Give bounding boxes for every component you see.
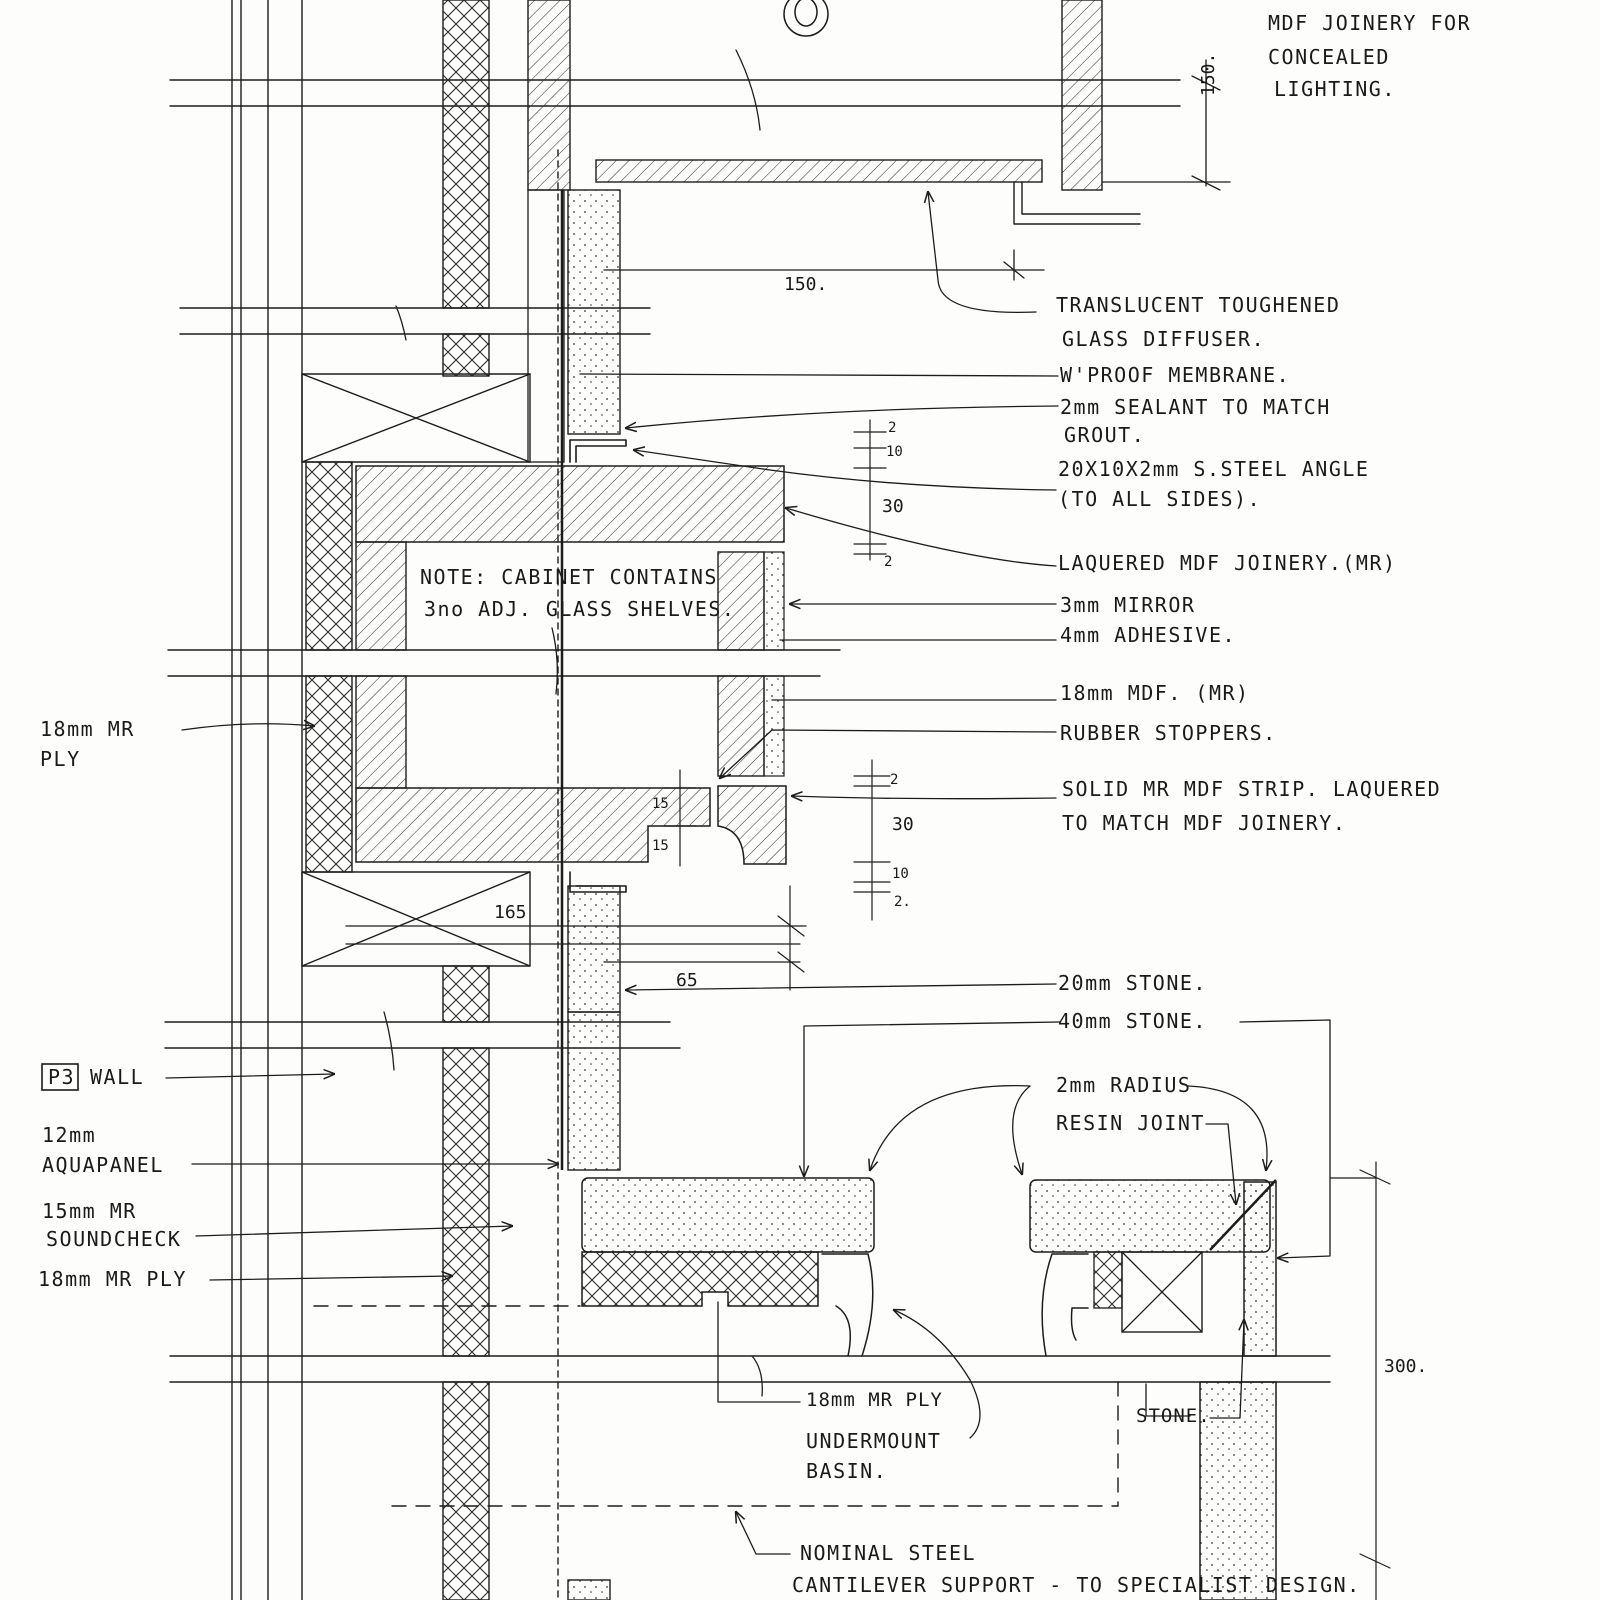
label-mdf-lighting-3: LIGHTING. [1274,77,1396,101]
dim-30-top: 30 [882,496,904,517]
label-stone-40: 40mm STONE. [1058,1009,1207,1033]
label-glass-diffuser-2: GLASS DIFFUSER. [1062,327,1265,351]
dim-300: 300. [1384,1356,1427,1377]
annotations: MDF JOINERY FOR CONCEALED LIGHTING. TRAN… [38,11,1471,1597]
dim-150-vertical: 150. [1198,53,1219,96]
label-wproof-membrane: W'PROOF MEMBRANE. [1060,363,1290,387]
label-sealant-1: 2mm SEALANT TO MATCH [1060,395,1331,419]
stone-worktop-right [1029,1179,1277,1600]
label-stone-small: STONE. [1136,1405,1211,1427]
timber-blocking [301,373,531,967]
label-mr-ply-left-2: PLY [40,747,81,771]
label-resin-joint-1: 2mm RADIUS [1056,1073,1191,1097]
label-mdf-lighting-1: MDF JOINERY FOR [1268,11,1471,35]
label-mr-ply-left-1: 18mm MR [40,717,135,741]
label-mdf-lighting-2: CONCEALED [1268,45,1390,69]
label-steel-angle-2: (TO ALL SIDES). [1058,487,1261,511]
stone-wall-lining [560,189,621,1600]
p3-tag-text: P3 [48,1065,75,1089]
dim-10-top: 10 [886,444,903,460]
label-glass-diffuser-1: TRANSLUCENT TOUGHENED [1056,293,1340,317]
dim-15-a: 15 [652,796,669,812]
label-cantilever-2: CANTILEVER SUPPORT - TO SPECIALIST DESIG… [792,1573,1361,1597]
dimension-text: 150. 150. 2 10 30 2 15 15 2 30 10 2. 165… [494,53,1427,1377]
dim-2-mid-b: 2. [894,894,911,910]
label-rubber-stoppers: RUBBER STOPPERS. [1060,721,1277,745]
label-mr-ply-bottom: 18mm MR PLY [38,1267,187,1291]
dim-15-b: 15 [652,838,669,854]
label-adhesive: 4mm ADHESIVE. [1060,623,1236,647]
stone-worktop-left [581,1177,875,1357]
label-laquered-mdf: LAQUERED MDF JOINERY.(MR) [1058,551,1397,575]
dim-165: 165 [494,902,527,923]
upper-wall-board [527,0,1103,463]
label-steel-angle-1: 20X10X2mm S.STEEL ANGLE [1058,457,1369,481]
dimension-lines [345,419,1391,1600]
label-solid-strip-1: SOLID MR MDF STRIP. LAQUERED [1062,777,1441,801]
label-mr-ply-basin: 18mm MR PLY [806,1389,943,1411]
label-undermount-basin-2: BASIN. [806,1459,887,1483]
dim-65: 65 [676,970,698,991]
reference-lines [603,59,1231,281]
label-soundcheck-2: SOUNDCHECK [46,1227,181,1251]
cabinet-bottom-panel [355,675,787,865]
break-marks [383,49,763,1397]
label-solid-strip-2: TO MATCH MDF JOINERY. [1062,811,1346,835]
leader-arrows [165,192,1331,1555]
cross-hatch-studs [305,0,490,1600]
label-stone-20: 20mm STONE. [1058,971,1207,995]
cabinet-top-panel [355,465,785,651]
label-aquapanel-1: 12mm [42,1123,96,1147]
dim-2-top-b: 2 [884,554,892,570]
label-mdf-18: 18mm MDF. (MR) [1060,681,1250,705]
light-fitting [783,0,829,37]
label-resin-joint-2: RESIN JOINT [1056,1111,1205,1135]
p3-tag-box [41,1063,79,1091]
glass-diffuser [595,159,1141,225]
label-soundcheck-1: 15mm MR [42,1199,137,1223]
cabinet-note-2: 3no ADJ. GLASS SHELVES. [424,597,735,621]
label-cantilever-1: NOMINAL STEEL [800,1541,976,1565]
label-sealant-2: GROUT. [1064,423,1145,447]
dim-2-mid: 2 [890,772,898,788]
steel-cantilever-outline [313,1305,1119,1507]
cabinet-note-1: NOTE: CABINET CONTAINS [420,565,718,589]
steel-angles [569,439,627,893]
label-p3-wall: WALL [90,1065,144,1089]
dim-10-mid: 10 [892,866,909,882]
dim-30-mid: 30 [892,814,914,835]
label-undermount-basin-1: UNDERMOUNT [806,1429,941,1453]
dim-150-horizontal: 150. [784,274,827,295]
label-mirror: 3mm MIRROR [1060,593,1195,617]
dim-2-top: 2 [888,420,896,436]
label-aquapanel-2: AQUAPANEL [42,1153,164,1177]
